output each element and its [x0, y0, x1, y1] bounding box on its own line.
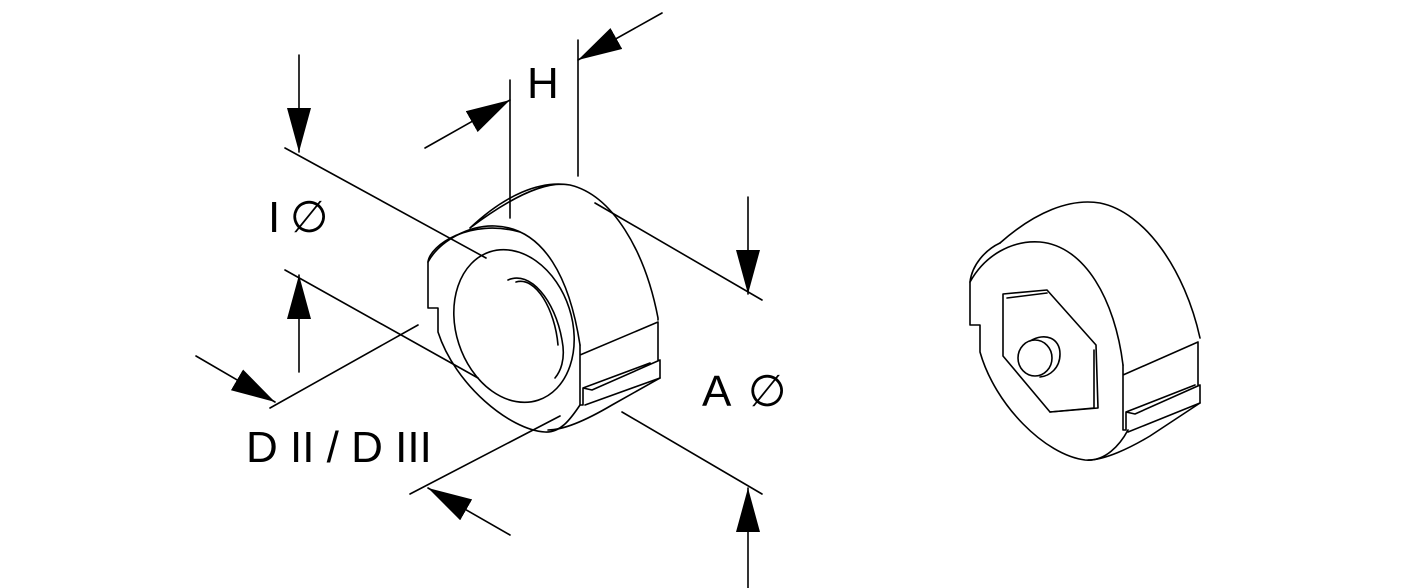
dim-arrow-h-left [424, 99, 511, 149]
label-a: A [702, 367, 732, 416]
ring-slot [579, 321, 661, 406]
blind-bottom-outline [1087, 402, 1201, 461]
ring-inner-bore [453, 248, 575, 404]
label-a-diameter-symbol: ∅ [748, 367, 786, 416]
label-i-diameter-symbol: ∅ [290, 193, 328, 242]
blind-front-face [969, 242, 1129, 461]
dim-arrow-d-left [195, 355, 276, 403]
ring-insert-view: H I ∅ A ∅ D II / D III [195, 12, 786, 588]
blind-insert-view [969, 201, 1201, 461]
ring-front-face [427, 227, 581, 433]
label-h: H [527, 59, 559, 108]
dim-arrow-h-right [577, 12, 663, 61]
stud-side [1029, 336, 1061, 378]
label-d-ii-d-iii: D II / D III [246, 423, 432, 472]
stud [1017, 339, 1053, 377]
ring-front-face-top [427, 225, 581, 346]
hex-nut [1002, 289, 1099, 413]
blind-slot [1122, 341, 1201, 433]
blind-body-outline [999, 201, 1201, 339]
ring-inner-step [507, 277, 565, 379]
ring-bottom-outline [547, 377, 661, 431]
dim-arrow-d-right [427, 487, 511, 536]
blind-face-top [969, 241, 1124, 366]
ring-body-outline [469, 183, 659, 321]
label-i: I [268, 193, 280, 242]
